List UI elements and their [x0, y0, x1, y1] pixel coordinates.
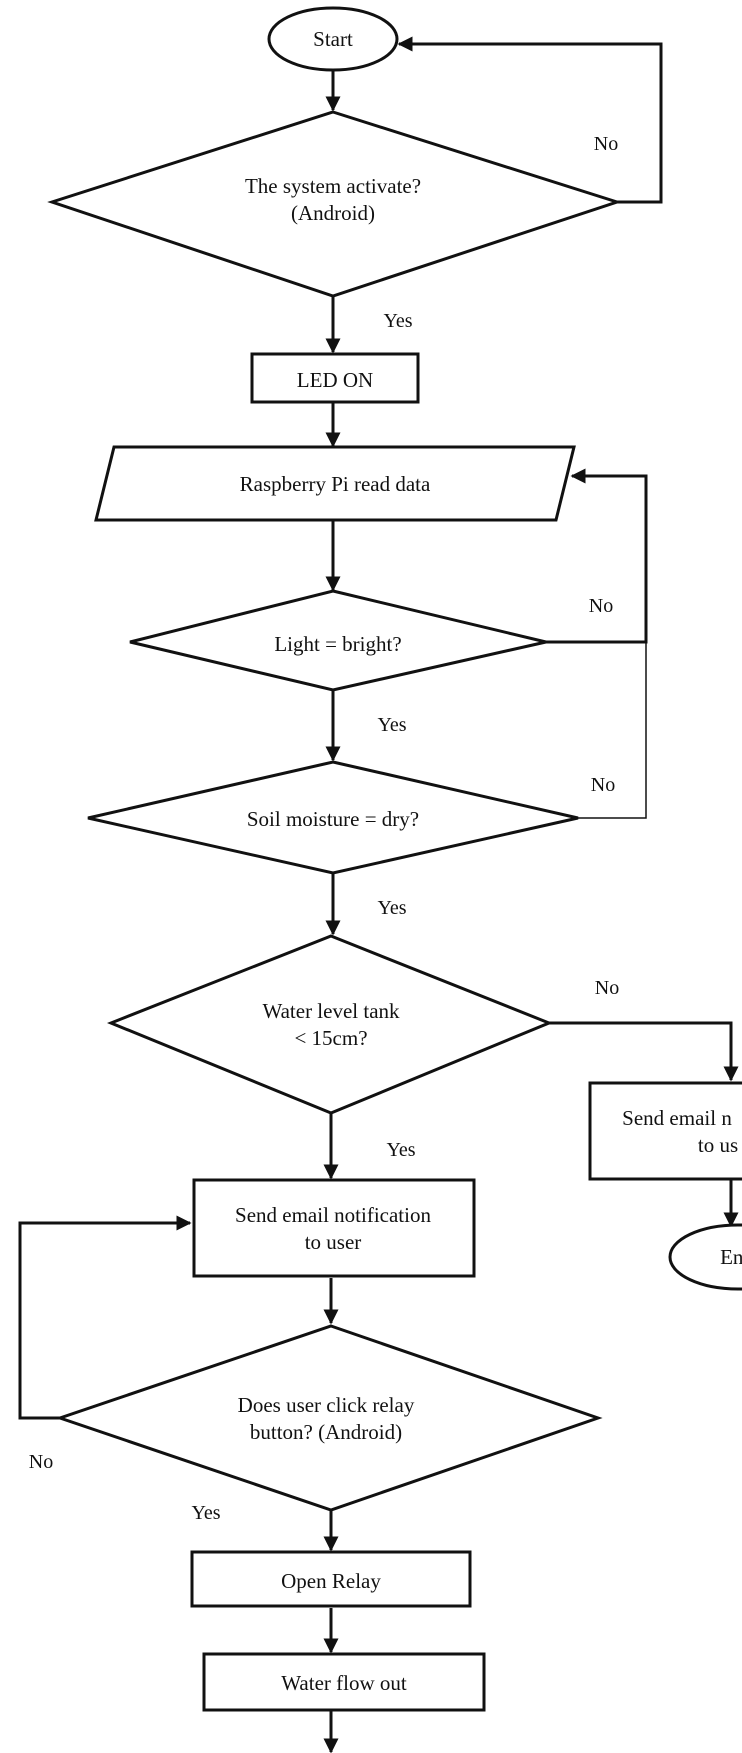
water-level-decision — [106, 934, 553, 1115]
end-label: End — [720, 1245, 742, 1269]
light-no-label: No — [589, 595, 613, 617]
edge-activate-no-loop — [397, 36, 663, 204]
relay-question-line-2: button? (Android) — [250, 1420, 402, 1444]
notify-user-line-1: Send email notification — [235, 1203, 431, 1227]
start-label: Start — [313, 27, 353, 51]
open-relay-process — [190, 1550, 472, 1608]
read-data-label: Raspberry Pi read data — [240, 472, 431, 496]
shapes — [47, 6, 742, 1712]
notify-user-line-2: to user — [305, 1230, 362, 1254]
light-decision — [129, 589, 547, 692]
relay-decision — [55, 1324, 603, 1512]
edge-waterlevel-no — [549, 1021, 739, 1082]
edge-light-no-loop — [546, 468, 648, 644]
soil-question: Soil moisture = dry? — [247, 807, 419, 831]
led-on-process — [250, 352, 420, 404]
activate-yes-label: Yes — [383, 310, 412, 332]
open-relay-label: Open Relay — [281, 1569, 381, 1593]
activate-question-line-2: (Android) — [291, 201, 375, 225]
edge-soil-no — [578, 640, 647, 819]
relay-no-label: No — [29, 1451, 53, 1473]
light-question: Light = bright? — [274, 632, 401, 656]
activate-question-line-1: The system activate? — [245, 174, 421, 198]
water-level-question-line-1: Water level tank — [262, 999, 400, 1023]
edge-labels: No Yes No Yes No Yes No Yes No Yes — [29, 133, 619, 1524]
led-on-label: LED ON — [297, 368, 373, 392]
node-labels: Start The system activate? (Android) LED… — [235, 27, 742, 1695]
water-flow-label: Water flow out — [281, 1671, 407, 1695]
activate-no-label: No — [594, 133, 618, 155]
end-terminal — [668, 1223, 742, 1291]
soil-no-label: No — [591, 774, 615, 796]
edge-relay-no-loop — [18, 1215, 192, 1420]
water-level-no-label: No — [595, 977, 619, 999]
light-yes-label: Yes — [377, 714, 406, 736]
soil-yes-label: Yes — [377, 897, 406, 919]
water-flow-process — [202, 1652, 486, 1712]
start-terminal — [267, 6, 399, 72]
read-data-io — [94, 445, 576, 522]
notify-user-right-process — [588, 1081, 742, 1181]
notify-user-right-line-2: to us — [698, 1133, 738, 1157]
water-level-question-line-2: < 15cm? — [294, 1026, 367, 1050]
notify-user-right-line-1: Send email n — [622, 1106, 732, 1130]
soil-decision — [87, 760, 579, 875]
relay-yes-label: Yes — [191, 1502, 220, 1524]
notify-user-process — [192, 1178, 476, 1278]
activate-decision — [47, 110, 622, 298]
connectors — [18, 36, 739, 1753]
water-level-yes-label: Yes — [386, 1139, 415, 1161]
relay-question-line-1: Does user click relay — [238, 1393, 415, 1417]
